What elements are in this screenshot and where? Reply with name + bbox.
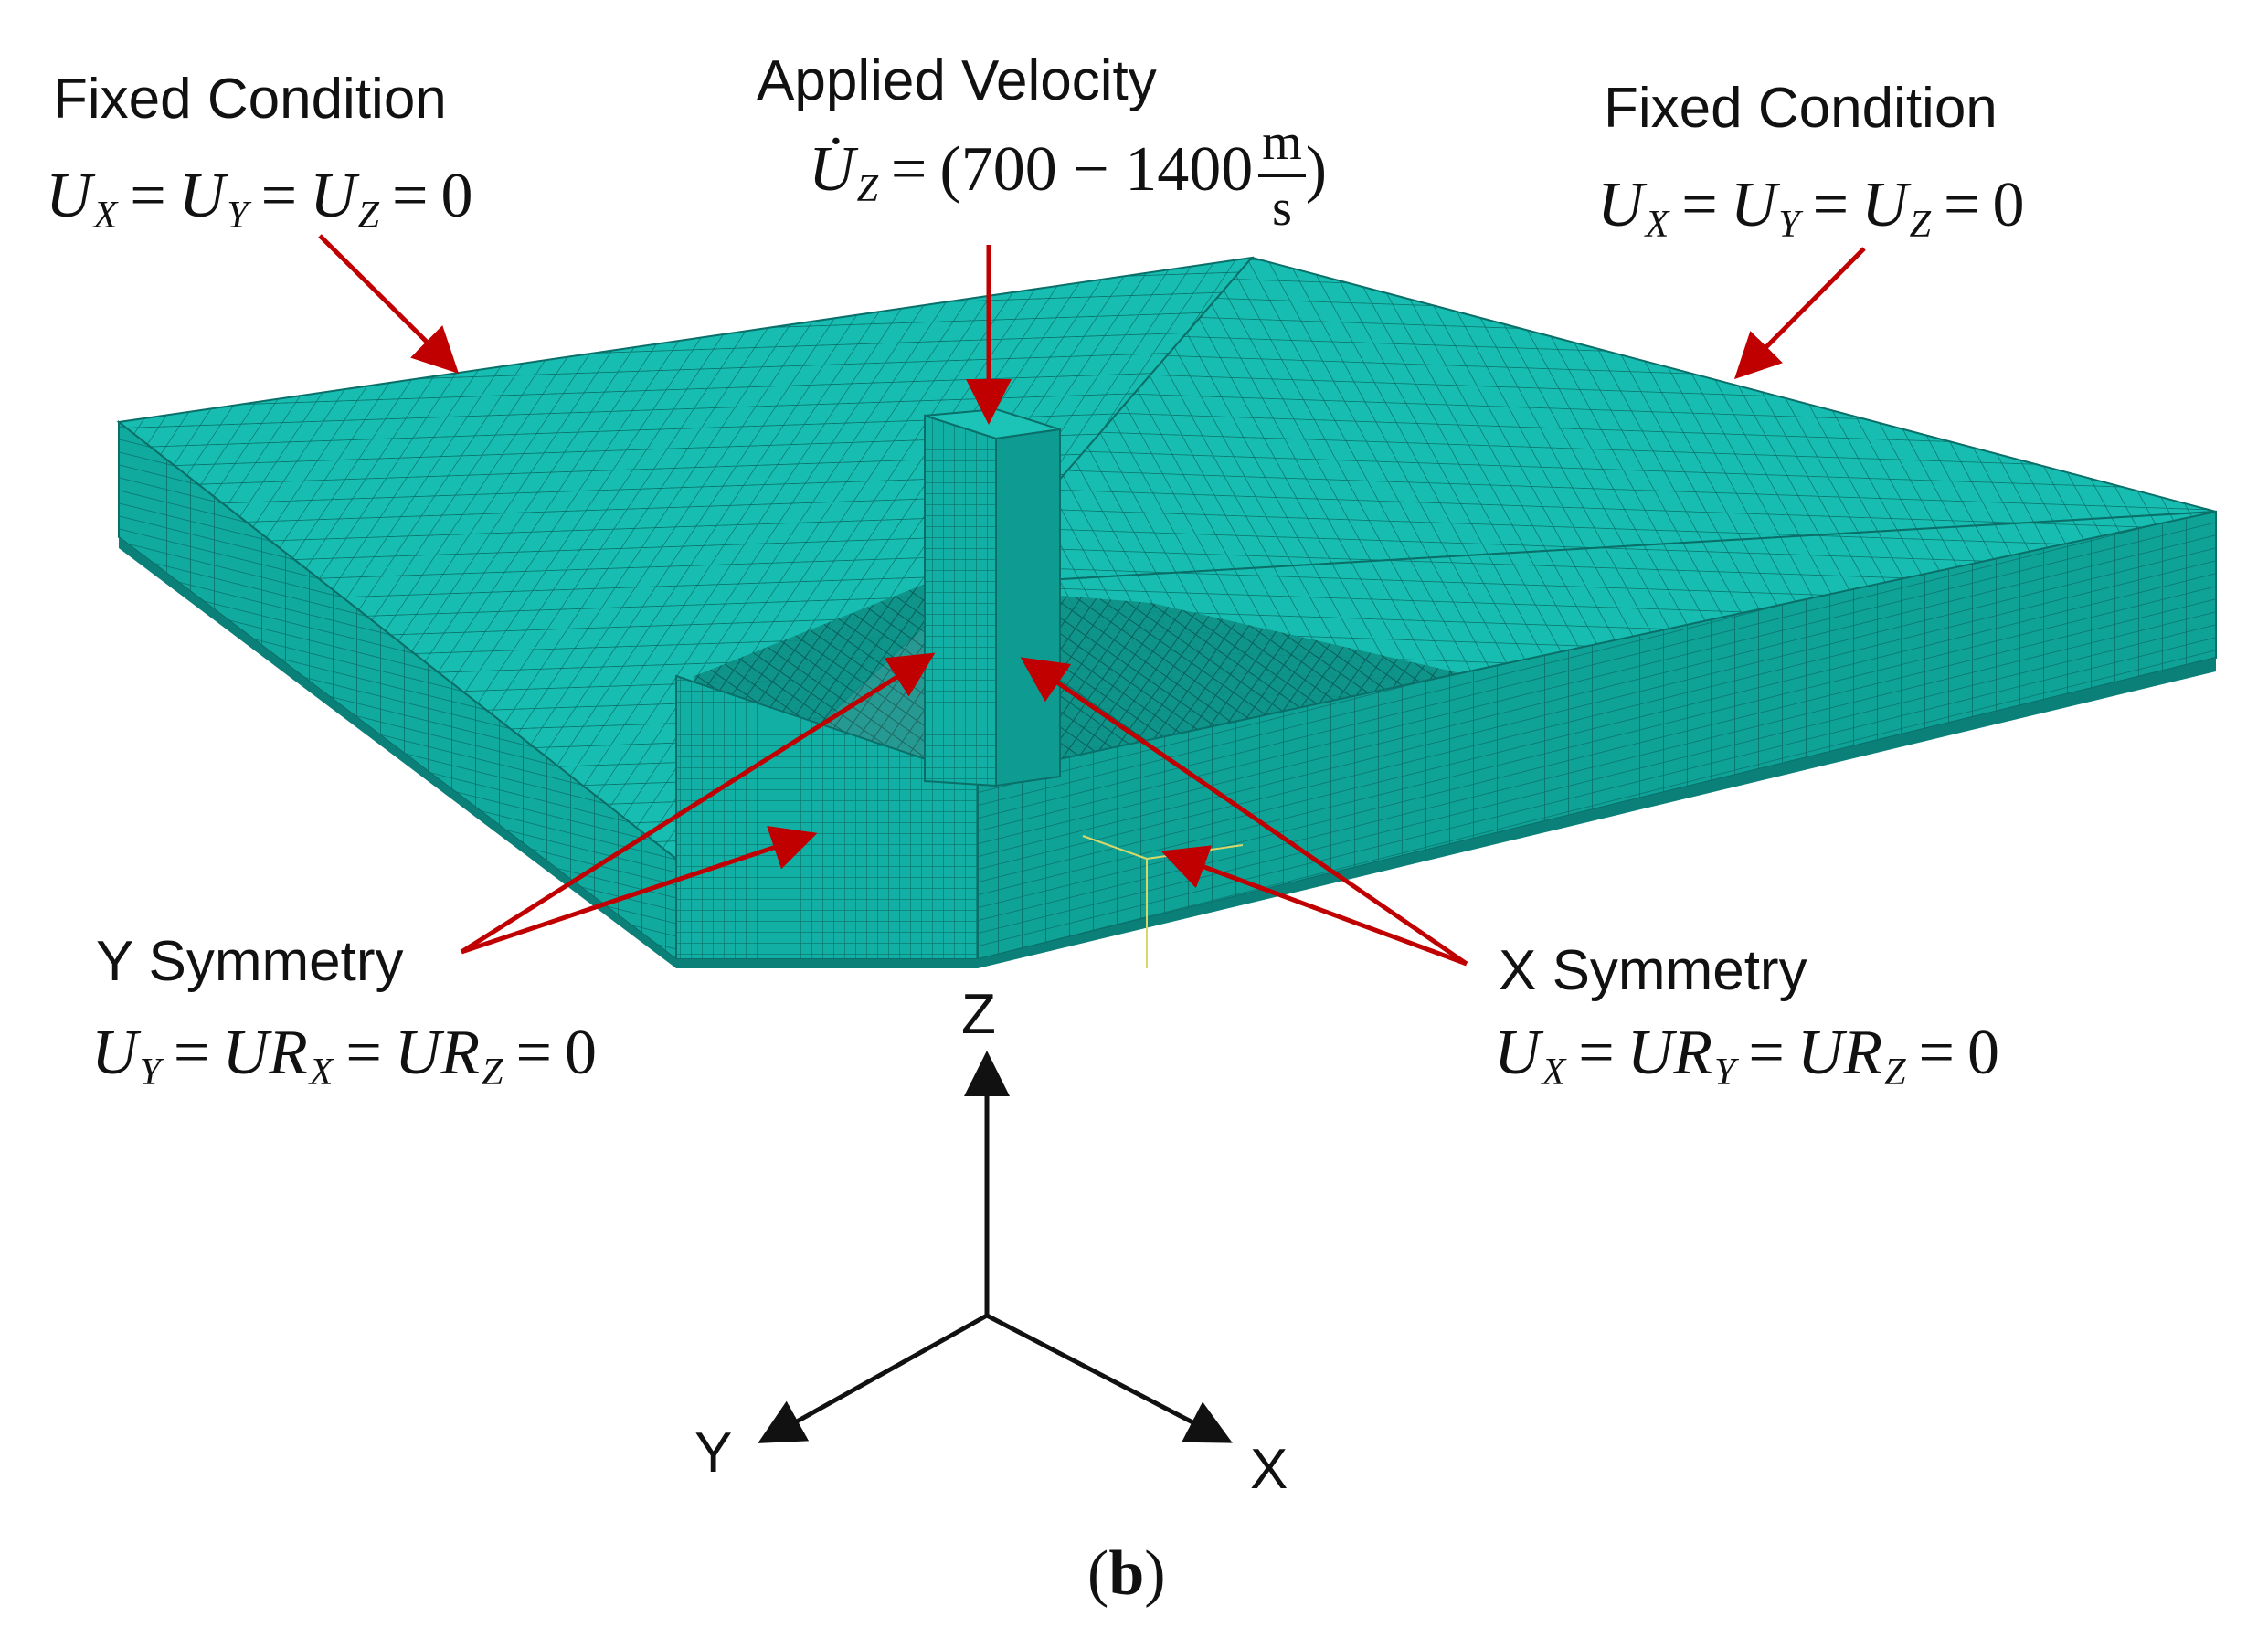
x-sym-arrow-2	[1160, 845, 1468, 967]
y-axis	[758, 1313, 989, 1443]
callout-arrows	[318, 234, 1866, 967]
y-sym-arrow-1	[460, 652, 936, 955]
y-sym-arrow-2	[461, 825, 818, 955]
y-axis-label: Y	[694, 1421, 733, 1485]
x-axis-label: X	[1250, 1438, 1288, 1501]
fixed-left-title: Fixed Condition	[53, 68, 447, 131]
global-axes	[758, 1051, 1233, 1443]
x-sym-arrow-1	[1020, 657, 1468, 967]
plate-front-faces	[118, 419, 2217, 968]
fixed-right-title: Fixed Condition	[1604, 77, 1998, 140]
impact-pit	[694, 585, 1553, 804]
fixed-right-arrow	[1733, 247, 1866, 380]
applied-velocity-title: Applied Velocity	[757, 49, 1157, 112]
fixed-left-arrow	[318, 234, 460, 375]
fixed-right-equation: UX=UY=UZ=0	[1597, 170, 2025, 246]
projectile	[924, 407, 1061, 787]
x-axis	[985, 1313, 1233, 1443]
z-axis-label: Z	[961, 983, 996, 1046]
x-symmetry-equation: UX=URY=URZ=0	[1494, 1018, 2000, 1094]
fixed-left-equation: UX=UY=UZ=0	[46, 161, 473, 237]
x-symmetry-title: X Symmetry	[1499, 939, 1807, 1002]
y-symmetry-equation: UY=URX=URZ=0	[91, 1018, 598, 1094]
y-symmetry-title: Y Symmetry	[96, 930, 404, 993]
subfigure-caption: (b)	[1087, 1538, 1166, 1609]
